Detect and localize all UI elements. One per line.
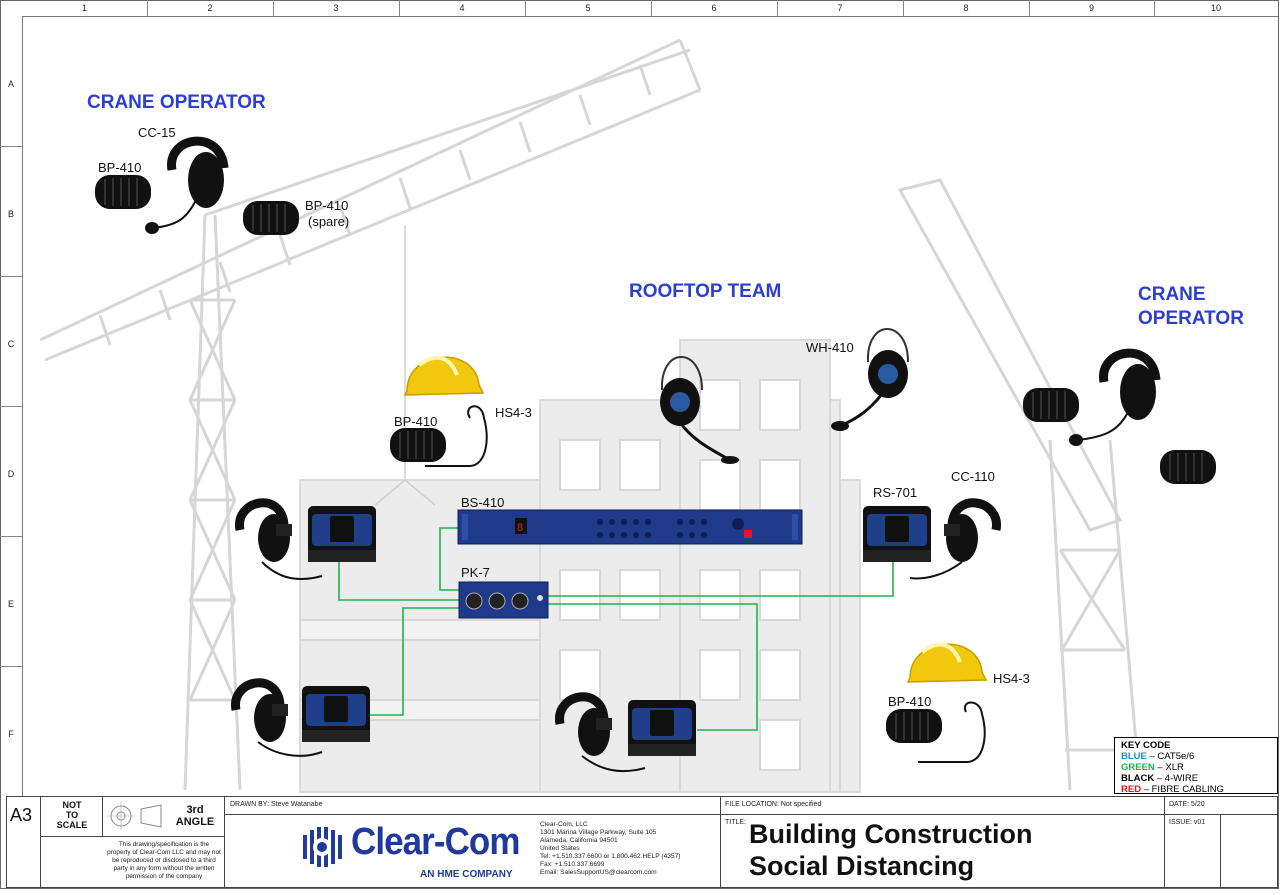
logo-cell <box>225 815 721 887</box>
title-block: A3 NOT TO SCALE 3rd ANGLE This drawing/s… <box>6 796 1278 888</box>
row-header: D <box>0 406 22 537</box>
team-label-operator: OPERATOR <box>1138 308 1244 329</box>
team-label-crane: CRANE <box>1138 284 1206 305</box>
row-header: E <box>0 536 22 667</box>
device-label-hs43: HS4-3 <box>993 671 1030 686</box>
drawing-title-line-2: Social Distancing <box>749 851 975 881</box>
date-cell <box>1165 797 1277 815</box>
angle-cell <box>103 797 225 837</box>
copyright-notice: This drawing/specification is the proper… <box>107 841 221 880</box>
angle-label: 3rd ANGLE <box>175 804 215 828</box>
bp410-spare-beltpack-icon <box>1159 449 1217 485</box>
cc110-headset-icon <box>239 503 292 562</box>
clear-com-logo-sub: AN HME COMPANY <box>420 869 513 880</box>
drawing-date: DATE: 5/20 <box>1169 801 1205 808</box>
key-code-item: RED – FIBRE CABLING <box>1121 784 1224 795</box>
key-code-item: BLACK – 4-WIRE <box>1121 773 1199 784</box>
column-header: 9 <box>1029 0 1155 16</box>
device-label-bp410-spare: BP-410 <box>305 198 349 213</box>
scale-cell <box>41 797 103 837</box>
row-header: C <box>0 276 22 407</box>
device-label-rs701: RS-701 <box>873 485 918 500</box>
clear-com-logo-text: Clear-Com <box>351 821 520 863</box>
bs410-base-station-icon: 8 <box>457 509 803 545</box>
device-label-cc110: CC-110 <box>951 469 995 484</box>
column-header: 3 <box>273 0 400 16</box>
copyright-cell <box>103 837 225 887</box>
column-header: 5 <box>525 0 652 16</box>
clear-com-logo-icon <box>303 827 342 867</box>
hs43-headset-icon <box>425 405 488 467</box>
bp410-beltpack-icon <box>885 708 943 744</box>
wireless-headset-icon <box>660 356 739 464</box>
svg-text:8: 8 <box>517 522 523 534</box>
rs701-beltpack-icon <box>302 686 370 742</box>
wh410-headset-icon <box>831 328 909 431</box>
xlr-cables <box>338 527 894 731</box>
column-header: 7 <box>777 0 904 16</box>
issue-cell <box>1165 815 1221 887</box>
column-header: 10 <box>1210 3 1221 13</box>
device-label-hs43: HS4-3 <box>495 405 532 420</box>
device-label-bp410: BP-410 <box>394 414 438 429</box>
device-label-wh410: WH-410 <box>806 340 854 355</box>
projection-symbol-icon <box>107 802 162 830</box>
drawn-by-cell <box>225 797 721 815</box>
drawing-issue: ISSUE: v01 <box>1169 819 1206 826</box>
device-label-bp410: BP-410 <box>98 160 142 175</box>
company-address: Clear-Com, LLC 1301 Marina Village Parkw… <box>540 821 681 876</box>
not-to-scale: NOT TO SCALE <box>56 800 88 830</box>
pk7-power-supply-icon <box>458 581 549 619</box>
cc110-headset-icon <box>944 503 997 562</box>
cc110-headset-icon <box>559 697 612 756</box>
hs43-headset-icon <box>918 701 986 763</box>
drawing-title-line-1: Building Construction <box>749 819 1033 849</box>
file-location: FILE LOCATION: Not specified <box>725 801 822 808</box>
column-header: 1 <box>22 0 148 16</box>
bp410-spare-beltpack-icon <box>242 200 300 236</box>
title-cell <box>721 815 1165 887</box>
device-label-cc15: CC-15 <box>138 125 176 140</box>
rs701-beltpack-icon <box>308 506 376 562</box>
key-code-item: BLUE – CAT5e/6 <box>1121 751 1195 762</box>
hard-hat-icon <box>906 642 988 684</box>
row-header: B <box>0 146 22 277</box>
bp410-beltpack-icon <box>94 174 152 210</box>
column-header: 2 <box>147 0 274 16</box>
column-header: 8 <box>903 0 1030 16</box>
drawn-by: DRAWN BY: Steve Watanabe <box>230 801 323 808</box>
device-label-bs410: BS-410 <box>461 495 505 510</box>
device-label-spare: (spare) <box>308 214 350 229</box>
cc-headset-icon <box>1069 348 1161 446</box>
column-header: 6 <box>651 0 778 16</box>
size-cell <box>7 797 41 887</box>
column-header: 4 <box>399 0 526 16</box>
hard-hat-icon <box>403 355 485 397</box>
bp410-beltpack-icon <box>389 427 447 463</box>
title-label: TITLE: <box>725 819 747 826</box>
rs701-beltpack-icon <box>628 700 696 756</box>
file-location-cell <box>721 797 1165 815</box>
sheet-size: A3 <box>10 805 33 825</box>
row-header: A <box>0 16 22 147</box>
column-header-underline <box>22 16 1278 17</box>
device-label-pk7: PK-7 <box>461 565 490 580</box>
team-label-rooftop: ROOFTOP TEAM <box>629 281 782 302</box>
bp410-beltpack-icon <box>1022 387 1080 423</box>
key-code-title: KEY CODE <box>1121 740 1171 751</box>
cc110-headset-icon <box>235 683 288 742</box>
device-label-bp410: BP-410 <box>888 694 932 709</box>
key-code-item: GREEN – XLR <box>1121 762 1184 773</box>
row-header: F <box>8 729 14 739</box>
rs701-beltpack-icon <box>863 506 931 562</box>
key-code-legend: KEY CODE BLUE – CAT5e/6 GREEN – XLR BLAC… <box>1114 737 1278 795</box>
team-label-crane-operator: CRANE OPERATOR <box>87 92 266 113</box>
cc15-headset-icon <box>145 136 229 234</box>
